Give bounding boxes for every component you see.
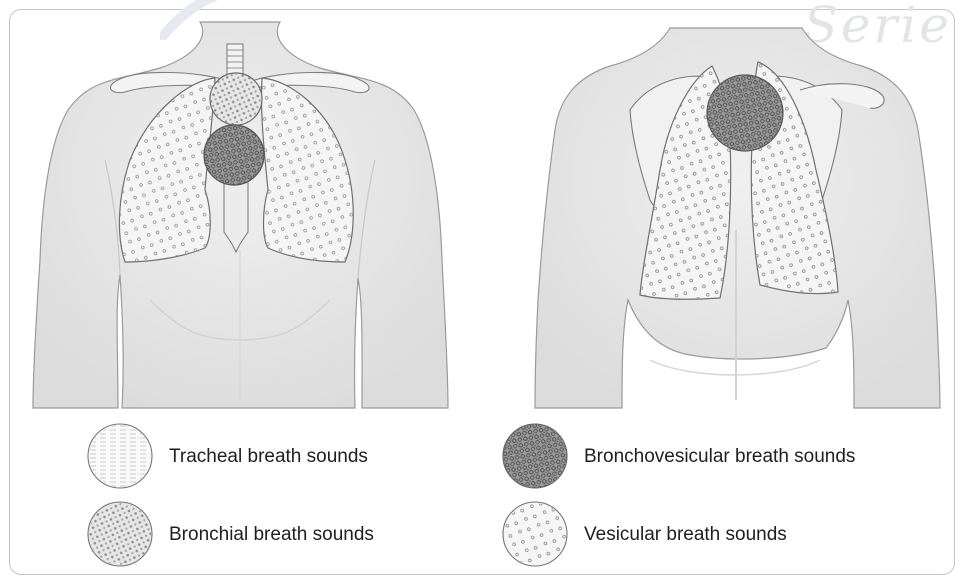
front-torso bbox=[33, 22, 448, 408]
back-bronchovesicular-area bbox=[707, 75, 783, 151]
legend-label-vesicular: Vesicular breath sounds bbox=[584, 524, 787, 546]
legend-label-tracheal: Tracheal breath sounds bbox=[169, 446, 368, 468]
bronchovesicular-pattern-icon bbox=[503, 424, 567, 488]
legend-label-bronchovesicular: Bronchovesicular breath sounds bbox=[584, 446, 855, 468]
bronchial-pattern-icon bbox=[88, 502, 152, 566]
back-torso bbox=[535, 28, 940, 408]
trachea bbox=[227, 44, 243, 76]
front-bronchovesicular-area bbox=[204, 125, 264, 185]
vesicular-pattern-icon bbox=[503, 502, 567, 566]
tracheal-pattern-icon bbox=[88, 424, 152, 488]
legend-label-bronchial: Bronchial breath sounds bbox=[169, 524, 374, 546]
